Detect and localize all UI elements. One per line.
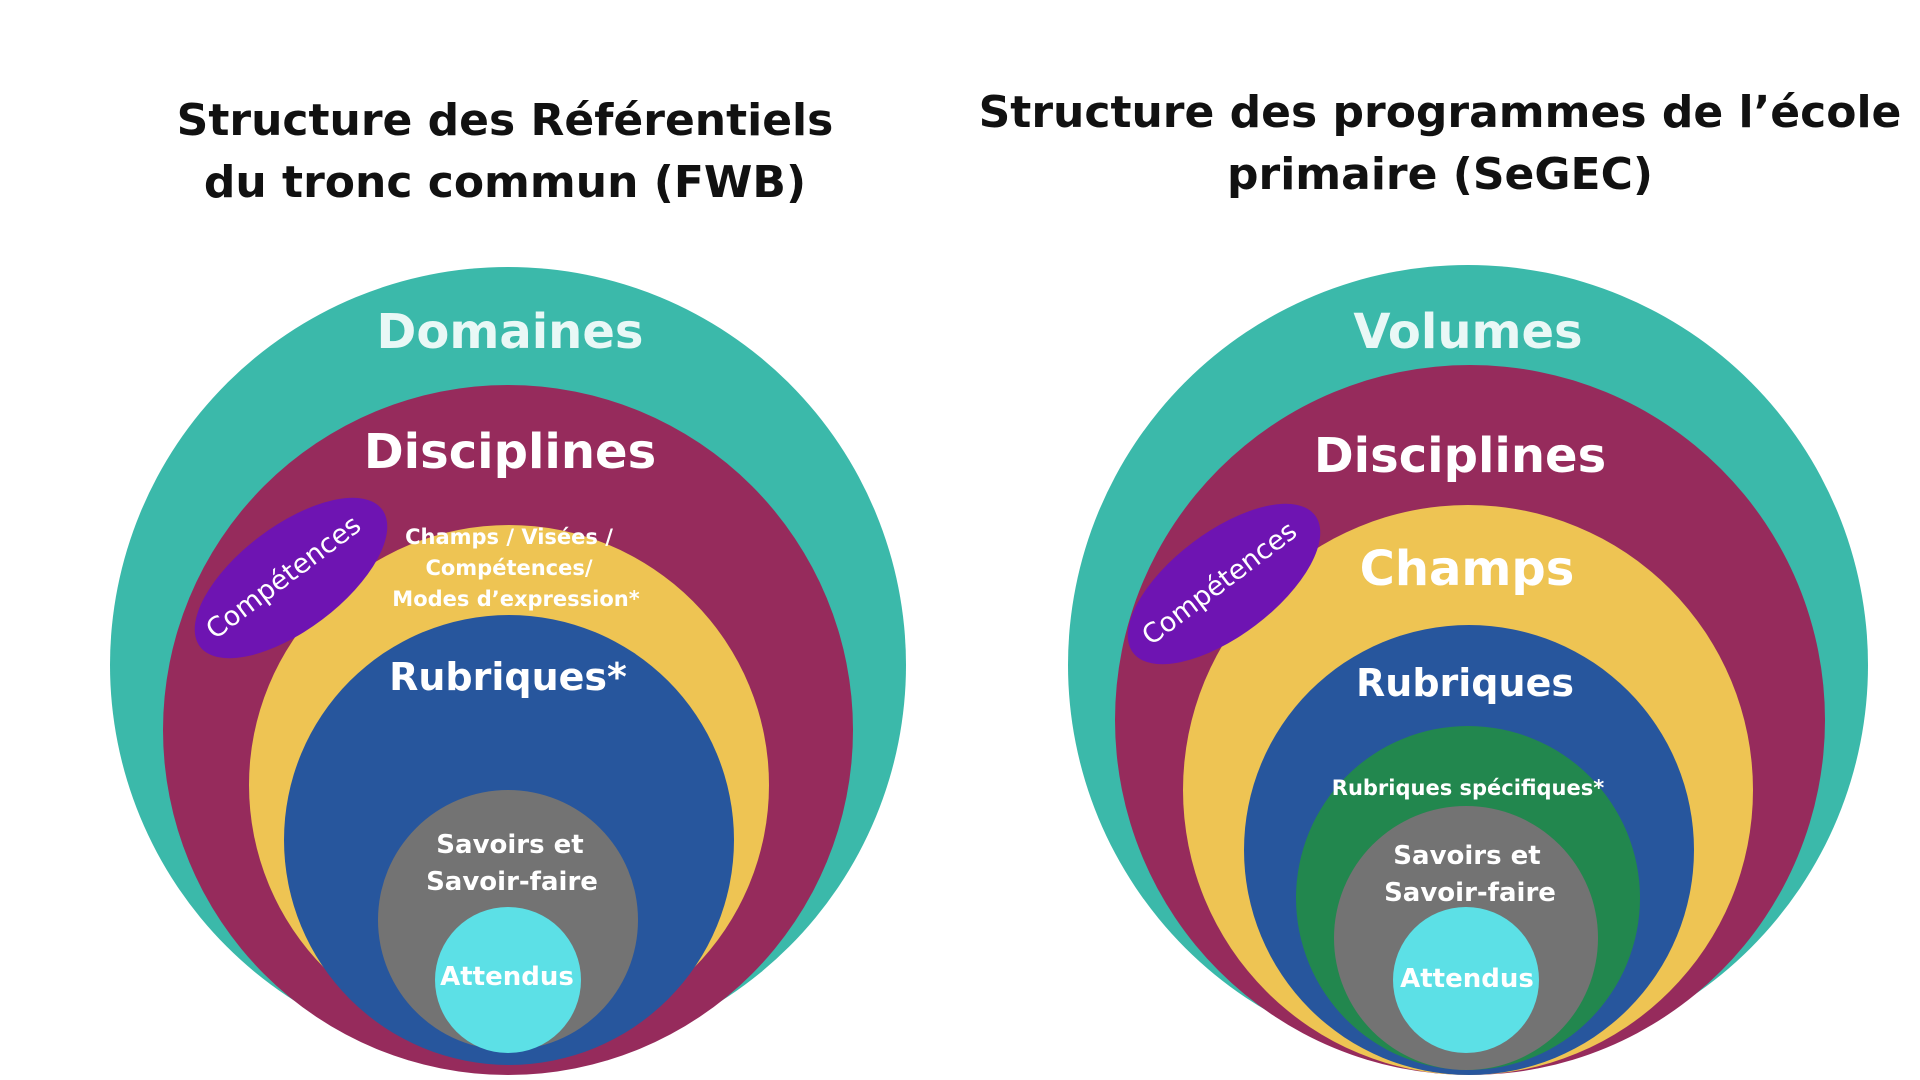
fwb-title-line1: Structure des Référentiels [176, 95, 834, 146]
disciplines-label: Disciplines [364, 424, 656, 480]
attendus-circle [435, 907, 581, 1053]
savoirs-label-line1: Savoirs et [436, 830, 583, 860]
attendus-label: Attendus [440, 962, 574, 992]
segec-title: Structure des programmes de l’école prim… [960, 82, 1920, 206]
fwb-panel: Structure des Référentiels du tronc comm… [110, 95, 906, 1075]
competences-ellipse [1127, 503, 1321, 665]
champs-label: Champs [1360, 541, 1575, 597]
attendus-circle [1393, 907, 1539, 1053]
fwb-title: Structure des Référentiels du tronc comm… [25, 90, 985, 214]
segec-title-line1: Structure des programmes de l’école [978, 87, 1902, 138]
fwb-title-line2: du tronc commun (FWB) [203, 157, 807, 208]
savoirs-label-line2: Savoir-faire [1384, 878, 1556, 908]
champs-label-line1: Champs / Visées / [405, 525, 613, 549]
segec-panel: Structure des programmes de l’école prim… [960, 0, 1920, 1080]
champs-label-line2: Compétences/ [425, 556, 592, 580]
domaines-label: Domaines [377, 304, 644, 360]
savoirs-label-line2: Savoir-faire [426, 867, 598, 897]
segec-title-line2: primaire (SeGEC) [1227, 149, 1653, 200]
fwb-nested-circles-diagram: Domaines Disciplines Compétences Champs … [110, 267, 906, 1075]
volumes-label: Volumes [1353, 304, 1582, 360]
champs-label-line3: Modes d’expression* [392, 587, 639, 611]
rubriques-label: Rubriques [1356, 661, 1574, 705]
rubriques-specifiques-label: Rubriques spécifiques* [1332, 776, 1604, 800]
savoirs-label-line1: Savoirs et [1393, 841, 1540, 871]
rubriques-label: Rubriques* [389, 655, 627, 699]
segec-nested-circles-diagram: Volumes Disciplines Compétences Champs R… [1068, 265, 1868, 1075]
disciplines-label: Disciplines [1314, 428, 1606, 484]
attendus-label: Attendus [1400, 964, 1534, 994]
competences-ellipse [194, 497, 388, 659]
